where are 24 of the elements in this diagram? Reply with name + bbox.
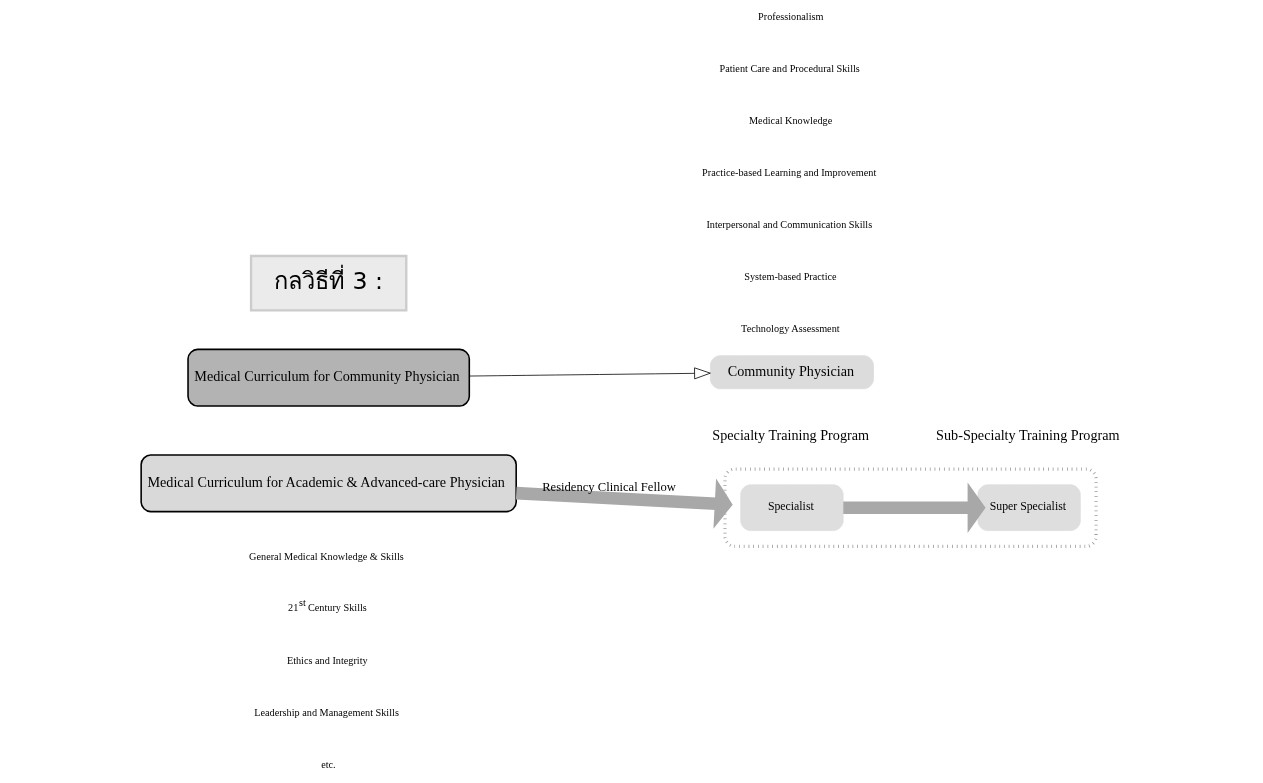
label: Medical Knowledge (748, 115, 832, 127)
label: Patient Care and Procedural Skills (718, 63, 860, 75)
arrow (515, 478, 733, 529)
node-box: Specialist (739, 484, 844, 531)
node-box: Medical Curriculum for Academic & Advanced-care Physician (139, 454, 517, 513)
label: System-based Practice (743, 271, 837, 283)
arrow (842, 482, 986, 533)
node-box: กลวิธีที่ 3 : (249, 254, 407, 312)
cluster (722, 467, 1098, 548)
label: Interpersonal and Communication Skills (705, 219, 872, 231)
label: Leadership and Management Skills (253, 707, 399, 719)
label: etc. (320, 759, 336, 771)
label: General Medical Knowledge & Skills (248, 551, 404, 563)
node-box: Medical Curriculum for Community Physician (186, 348, 470, 407)
label: Specialty Training Program (711, 427, 869, 444)
label: Ethics and Integrity (286, 655, 368, 667)
label: Sub-Specialty Training Program (935, 427, 1120, 444)
label: Practice-based Learning and Improvement (701, 167, 876, 179)
edge-label: Residency Clinical Fellow (541, 480, 676, 495)
node-box: Super Specialist (977, 484, 1081, 531)
node-box: Community Physician (709, 355, 874, 390)
arrow (468, 367, 711, 380)
label: Professionalism (757, 11, 823, 23)
label: Technology Assessment (740, 323, 840, 335)
